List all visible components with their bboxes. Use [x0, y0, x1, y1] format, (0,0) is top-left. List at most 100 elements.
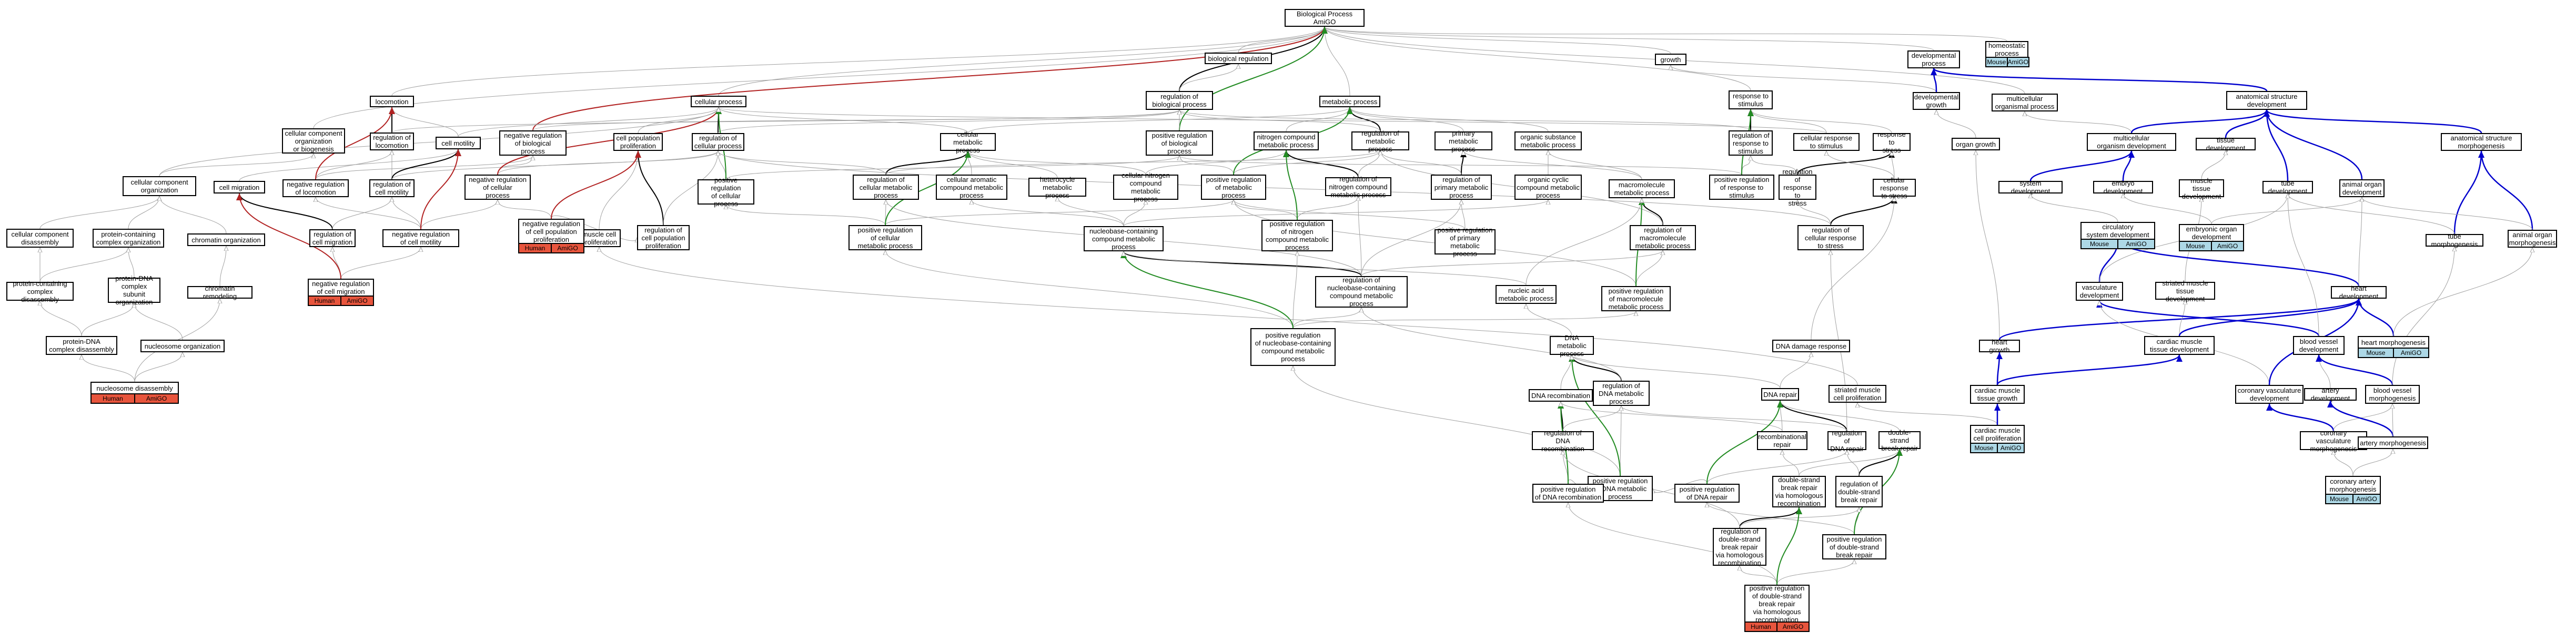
term-node-regcellproc[interactable]: regulation of cellular process	[692, 133, 744, 151]
badge-species[interactable]: Mouse	[2358, 348, 2394, 358]
term-node-ccorgl[interactable]: cellular component organization	[123, 176, 196, 196]
term-node-orgsub[interactable]: organic substance metabolic process	[1514, 131, 1582, 150]
term-node-chromremod[interactable]: chromatin remodeling	[187, 284, 252, 300]
term-node-striatedmusc[interactable]: striated muscle tissue development	[2155, 279, 2215, 303]
term-node-negregcellmig[interactable]: negative regulation of cell migration	[308, 279, 374, 297]
term-node-primmetab[interactable]: primary metabolic process	[1435, 129, 1492, 153]
badge-species[interactable]: Human	[308, 295, 341, 306]
term-node-anatdev[interactable]: anatomical structure development	[2226, 91, 2307, 110]
term-node-nucleosomeorg[interactable]: nucleosome organization	[140, 340, 225, 352]
term-node-posregmetab[interactable]: positive regulation of metabolic process	[1201, 175, 1266, 200]
term-node-regdnarecomb[interactable]: regulation of DNA recombination	[1532, 429, 1594, 453]
term-node-devproc[interactable]: developmental process	[1907, 50, 1960, 68]
term-node-regdsbhr[interactable]: regulation of double-strand break repair…	[1713, 527, 1766, 567]
term-node-arterydev[interactable]: artery development	[2304, 386, 2357, 402]
term-node-tubedev[interactable]: tube development	[2262, 179, 2313, 195]
badge-species[interactable]: Human	[518, 243, 552, 253]
term-node-striatedprol[interactable]: striated muscle cell proliferation	[1829, 385, 1886, 403]
term-node-organgrowth[interactable]: organ growth	[1952, 138, 2000, 150]
term-node-chromorg[interactable]: chromatin organization	[187, 233, 265, 246]
badge-source[interactable]: AmiGO	[341, 295, 374, 306]
term-node-nucbase[interactable]: nucleobase-containing compound metabolic…	[1084, 226, 1164, 251]
term-node-bloodvessel[interactable]: blood vessel development	[2293, 336, 2345, 355]
term-node-posregdnarecomb[interactable]: positive regulation of DNA recombination	[1532, 484, 1604, 503]
badge-species[interactable]: Mouse	[2080, 239, 2118, 249]
term-node-regcellmetab[interactable]: regulation of cellular metabolic process	[853, 175, 919, 200]
term-node-homeo[interactable]: homeostatic process	[1985, 41, 2028, 58]
term-node-bioreg[interactable]: biological regulation	[1205, 53, 1272, 64]
term-node-bvmorph[interactable]: blood vessel morphogenesis	[2365, 385, 2420, 404]
term-node-regrespstress[interactable]: regulation of response to stress	[1779, 168, 1816, 207]
term-node-heartdev[interactable]: heart development	[2331, 284, 2387, 300]
term-node-posregcp[interactable]: positive regulation of cellular process	[698, 176, 754, 208]
term-node-posregmacro[interactable]: positive regulation of macromolecule met…	[1601, 286, 1671, 311]
badge-source[interactable]: AmiGO	[552, 243, 584, 253]
term-node-dnadamage[interactable]: DNA damage response	[1772, 340, 1850, 352]
term-node-posregdsb[interactable]: positive regulation of double-strand bre…	[1822, 534, 1886, 559]
term-node-orgcyc[interactable]: organic cyclic compound metabolic proces…	[1514, 175, 1582, 200]
badge-source[interactable]: AmiGO	[1777, 621, 1810, 632]
term-node-devgrowth[interactable]: developmental growth	[1913, 92, 1960, 110]
term-node-regmetab[interactable]: regulation of metabolic process	[1351, 129, 1409, 153]
badge-source[interactable]: AmiGO	[2007, 57, 2029, 67]
term-node-negregcellpop[interactable]: negative regulation of cell population p…	[518, 219, 584, 244]
term-node-dsbrepair[interactable]: double-strand break repair	[1878, 429, 1921, 452]
term-node-respstim[interactable]: response to stimulus	[1729, 90, 1773, 109]
term-node-heartmorph[interactable]: heart morphogenesis	[2358, 336, 2429, 349]
badge-source[interactable]: AmiGO	[1998, 443, 2025, 453]
term-node-protdis[interactable]: protein-containing complex disassembly	[6, 280, 74, 303]
term-node-sysdev[interactable]: system development	[1998, 179, 2063, 195]
term-node-cellnitro[interactable]: cellular nitrogen compound metabolic pro…	[1113, 171, 1178, 203]
term-node-tubemorph[interactable]: tube morphogenesis	[2426, 232, 2483, 248]
term-node-regdsb[interactable]: regulation of double-strand break repair	[1835, 476, 1883, 507]
term-node-vascdev[interactable]: vasculature development	[2076, 282, 2123, 301]
badge-source[interactable]: AmiGO	[135, 393, 179, 404]
term-node-metab[interactable]: metabolic process	[1319, 96, 1380, 107]
term-node-recombrepair[interactable]: recombinational repair	[1757, 431, 1807, 450]
term-node-protdnadis[interactable]: protein-DNA complex disassembly	[46, 336, 117, 355]
term-node-cellrespstress[interactable]: cellular response to stress	[1873, 176, 1916, 200]
term-node-posregnucbase[interactable]: positive regulation of nucleobase-contai…	[1250, 328, 1336, 366]
term-node-protdnaorg[interactable]: protein-DNA complex subunit organization	[108, 274, 160, 306]
term-node-tissuedev[interactable]: tissue development	[2196, 136, 2256, 152]
badge-source[interactable]: AmiGO	[2394, 348, 2429, 358]
term-node-regnitro[interactable]: regulation of nitrogen compound metaboli…	[1325, 175, 1391, 199]
term-node-posregprim[interactable]: positive regulation of primary metabolic…	[1435, 226, 1496, 258]
term-node-posregnitro[interactable]: positive regulation of nitrogen compound…	[1261, 220, 1333, 251]
term-node-regdnametab[interactable]: regulation of DNA metabolic process	[1593, 381, 1650, 406]
term-node-posregdsbhr[interactable]: positive regulation of double-strand bre…	[1744, 584, 1810, 624]
badge-source[interactable]: AmiGO	[2353, 494, 2381, 504]
badge-species[interactable]: Mouse	[1970, 443, 1998, 453]
term-node-cardiacprol[interactable]: cardiac muscle cell proliferation	[1970, 425, 2025, 444]
term-node-nitro[interactable]: nitrogen compound metabolic process	[1254, 131, 1319, 150]
term-node-heartgrowth[interactable]: heart growth	[1979, 338, 2020, 354]
term-node-cellmetab[interactable]: cellular metabolic process	[940, 130, 996, 154]
term-node-negregcp[interactable]: negative regulation of cellular process	[464, 175, 531, 200]
term-node-cardiacdev[interactable]: cardiac muscle tissue development	[2144, 336, 2215, 355]
term-node-animorgmorph[interactable]: animal organ morphogenesis	[2508, 230, 2557, 248]
term-node-dnarepair[interactable]: DNA repair	[1761, 388, 1799, 401]
term-node-negregcellmot[interactable]: negative regulation of cell motility	[382, 229, 459, 247]
term-node-regloc[interactable]: regulation of locomotion	[370, 133, 414, 150]
term-node-regdnarepair[interactable]: regulation of DNA repair	[1827, 429, 1866, 453]
term-node-locomotion[interactable]: locomotion	[370, 96, 414, 107]
term-node-regresp[interactable]: regulation of response to stimulus	[1729, 130, 1773, 156]
term-node-posregdnarepair[interactable]: positive regulation of DNA repair	[1674, 484, 1740, 503]
term-node-cellpopprol[interactable]: cell population proliferation	[613, 133, 663, 151]
term-node-macromol[interactable]: macromolecule metabolic process	[1609, 179, 1675, 198]
term-node-cellarom[interactable]: cellular aromatic compound metabolic pro…	[936, 175, 1007, 200]
term-node-regprim[interactable]: regulation of primary metabolic process	[1431, 175, 1492, 200]
term-node-dsbhr[interactable]: double-strand break repair via homologou…	[1772, 476, 1826, 507]
term-node-animorgdev[interactable]: animal organ development	[2339, 179, 2385, 197]
term-node-nucldis[interactable]: nucleosome disassembly	[90, 382, 179, 394]
term-node-bp[interactable]: Biological Process AmiGO	[1285, 9, 1365, 27]
term-node-muscleprol[interactable]: muscle cell proliferation	[578, 229, 621, 247]
term-node-hetero[interactable]: heterocycle metabolic process	[1028, 176, 1086, 199]
term-node-multdev[interactable]: multicellular organism development	[2087, 133, 2176, 151]
term-node-embryodev[interactable]: embryo development	[2093, 179, 2153, 195]
term-node-anatmorph[interactable]: anatomical structure morphogenesis	[2441, 133, 2522, 151]
term-node-protorg[interactable]: protein-containing complex organization	[93, 229, 164, 248]
term-node-regcellmig[interactable]: regulation of cell migration	[309, 229, 356, 247]
term-node-growth[interactable]: growth	[1655, 54, 1686, 65]
term-node-nucacid[interactable]: nucleic acid metabolic process	[1496, 285, 1557, 304]
